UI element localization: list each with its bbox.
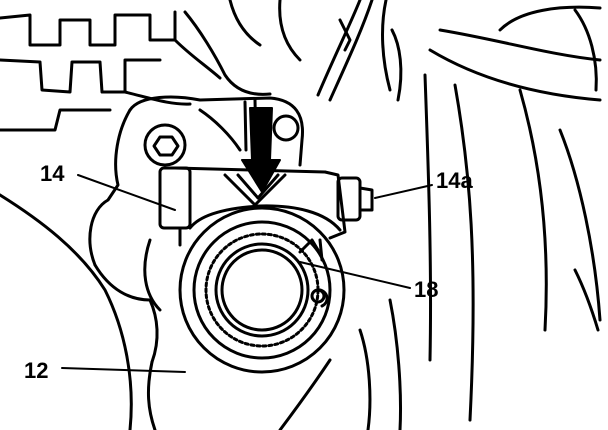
- hose-lines: [316, 0, 403, 102]
- strut-tube: [423, 5, 602, 422]
- label-12: 12: [24, 358, 48, 383]
- steering-knuckle: [0, 193, 403, 430]
- label-14: 14: [40, 161, 65, 186]
- caliper-bracket: [88, 95, 305, 267]
- label-14a: 14a: [436, 168, 473, 193]
- label-18: 18: [414, 277, 438, 302]
- engine-casting-top: [0, 0, 302, 132]
- leader-lines: [61, 174, 433, 373]
- caliper-body: [158, 166, 374, 262]
- wheel-hub: [178, 206, 346, 374]
